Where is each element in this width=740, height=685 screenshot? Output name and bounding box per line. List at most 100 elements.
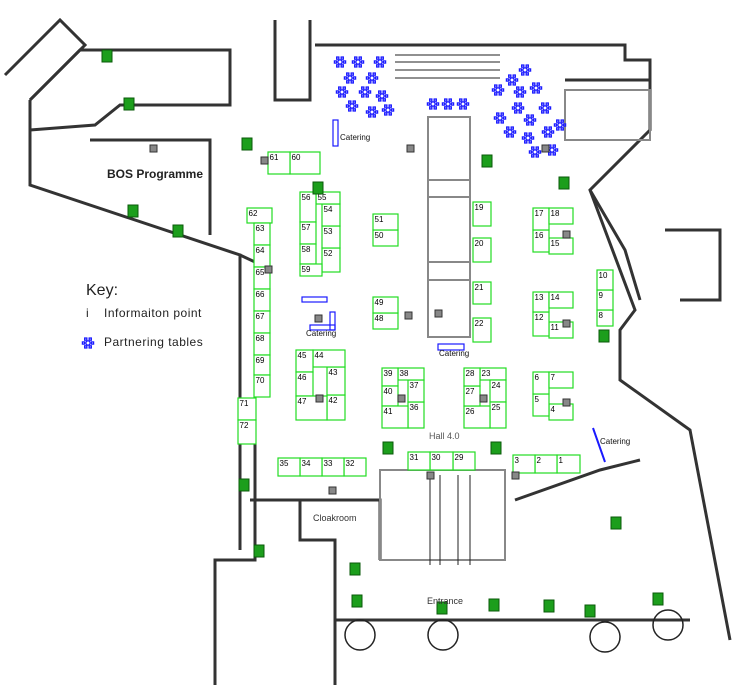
booth-number: 59	[302, 265, 311, 274]
booth-2[interactable]: 2	[534, 454, 558, 474]
emergency-exit-icon	[349, 562, 361, 576]
booth-21[interactable]: 21	[472, 281, 492, 305]
booth-6[interactable]: 6	[532, 371, 550, 395]
booth-14[interactable]: 14	[548, 291, 574, 309]
booth-51[interactable]: 51	[372, 213, 399, 231]
booth-5[interactable]: 5	[532, 393, 550, 417]
booth-49[interactable]: 49	[372, 296, 399, 314]
booth-44[interactable]: 44	[312, 349, 346, 368]
booth-number: 19	[475, 203, 484, 212]
booth-18[interactable]: 18	[548, 207, 574, 225]
booth-41[interactable]: 41	[381, 405, 409, 429]
booth-number: 66	[256, 290, 265, 299]
booth-number: 27	[466, 387, 475, 396]
booth-50[interactable]: 50	[372, 229, 399, 247]
booth-66[interactable]: 66	[253, 288, 271, 312]
booth-48[interactable]: 48	[372, 312, 399, 330]
booth-30[interactable]: 30	[429, 451, 454, 471]
booth-54[interactable]: 54	[321, 203, 341, 227]
booth-24[interactable]: 24	[489, 379, 507, 403]
booth-10[interactable]: 10	[596, 269, 614, 291]
emergency-exit-icon	[436, 601, 448, 615]
booth-68[interactable]: 68	[253, 332, 271, 356]
booth-71[interactable]: 71	[237, 397, 257, 421]
booth-36[interactable]: 36	[407, 401, 425, 429]
booth-26[interactable]: 26	[463, 405, 491, 429]
booth-72[interactable]: 72	[237, 419, 257, 445]
booth-34[interactable]: 34	[299, 457, 323, 477]
booth-number: 14	[551, 293, 560, 302]
booth-outline	[548, 207, 574, 225]
booth-64[interactable]: 64	[253, 244, 271, 268]
booth-13[interactable]: 13	[532, 291, 550, 313]
booth-17[interactable]: 17	[532, 207, 550, 231]
booth-35[interactable]: 35	[277, 457, 301, 477]
booth-60[interactable]: 60	[289, 151, 321, 175]
booth-25[interactable]: 25	[489, 401, 507, 429]
booth-8[interactable]: 8	[596, 309, 614, 327]
booth-39[interactable]: 39	[381, 367, 399, 387]
booth-7[interactable]: 7	[548, 371, 574, 389]
booth-23[interactable]: 23	[479, 367, 507, 381]
booth-number: 54	[324, 205, 333, 214]
booth-number: 32	[346, 459, 355, 468]
booth-70[interactable]: 70	[253, 374, 271, 398]
booth-number: 31	[410, 453, 419, 462]
booth-56[interactable]: 56	[299, 191, 317, 223]
booth-37[interactable]: 37	[407, 379, 425, 403]
booth-number: 49	[375, 298, 384, 307]
booth-63[interactable]: 63	[253, 222, 271, 246]
booth-29[interactable]: 29	[452, 451, 476, 471]
booth-number: 38	[400, 369, 409, 378]
booth-31[interactable]: 31	[407, 451, 431, 471]
booth-61[interactable]: 61	[267, 151, 291, 175]
booth-52[interactable]: 52	[321, 247, 341, 273]
booth-27[interactable]: 27	[463, 385, 481, 407]
booth-outline	[472, 201, 492, 227]
booth-28[interactable]: 28	[463, 367, 481, 387]
booth-1[interactable]: 1	[556, 454, 581, 474]
booth-53[interactable]: 53	[321, 225, 341, 249]
booth-15[interactable]: 15	[548, 237, 574, 255]
info-point-icon	[264, 265, 273, 274]
booth-16[interactable]: 16	[532, 229, 550, 253]
booth-32[interactable]: 32	[343, 457, 367, 477]
info-point-icon	[397, 394, 406, 403]
info-point-icon	[406, 144, 415, 153]
booth-67[interactable]: 67	[253, 310, 271, 334]
booth-outline	[596, 269, 614, 291]
booth-number: 36	[410, 403, 419, 412]
booth-62[interactable]: 62	[246, 207, 273, 224]
booth-12[interactable]: 12	[532, 311, 550, 337]
booth-3[interactable]: 3	[512, 454, 536, 474]
booth-43[interactable]: 43	[326, 366, 346, 396]
booth-46[interactable]: 46	[295, 371, 314, 397]
booth-outline	[372, 296, 399, 314]
booth-outline	[277, 457, 301, 477]
booth-40[interactable]: 40	[381, 385, 399, 407]
booth-20[interactable]: 20	[472, 237, 492, 263]
booth-58[interactable]: 58	[299, 243, 317, 265]
booth-45[interactable]: 45	[295, 349, 314, 373]
booth-9[interactable]: 9	[596, 289, 614, 311]
key-info-point-label: Informaiton point	[104, 306, 202, 320]
booth-number: 4	[551, 405, 556, 414]
booth-number: 29	[455, 453, 464, 462]
booth-33[interactable]: 33	[321, 457, 345, 477]
partnering-table-icon	[491, 84, 505, 96]
booth-number: 55	[318, 193, 327, 202]
booth-19[interactable]: 19	[472, 201, 492, 227]
booth-22[interactable]: 22	[472, 317, 492, 343]
catering-label: Catering	[340, 133, 371, 142]
booth-number: 60	[292, 153, 301, 162]
booth-38[interactable]: 38	[397, 367, 425, 381]
booth-69[interactable]: 69	[253, 354, 271, 376]
info-point-icon	[426, 471, 435, 480]
room-label-cloakroom: Cloakroom	[313, 513, 357, 523]
partnering-table-icon	[381, 104, 395, 116]
booth-59[interactable]: 59	[299, 263, 323, 277]
booth-42[interactable]: 42	[326, 394, 346, 421]
booth-57[interactable]: 57	[299, 221, 317, 245]
booth-number: 47	[298, 397, 307, 406]
